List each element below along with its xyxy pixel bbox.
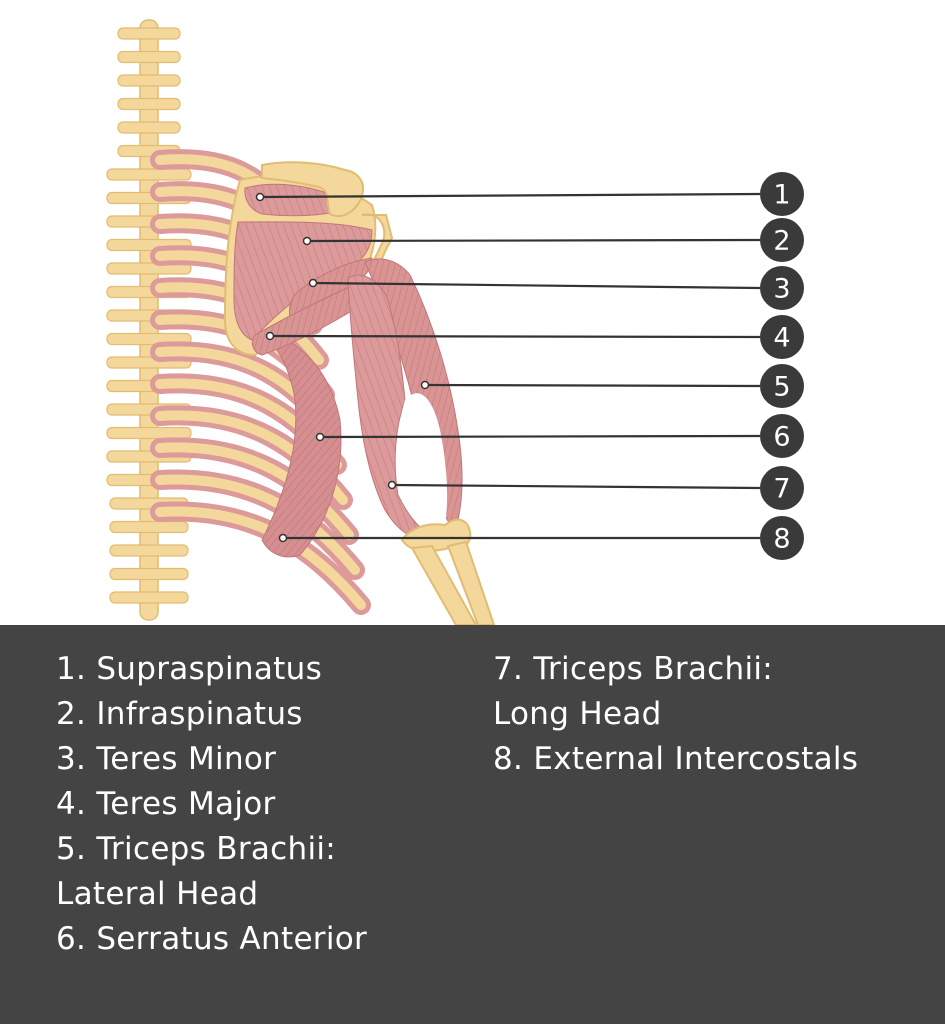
- marker-label: 6: [773, 422, 790, 453]
- marker-circle: [760, 466, 804, 510]
- leader-dot-4: [265, 331, 275, 341]
- marker-label: 1: [773, 180, 790, 211]
- leader-dot-3: [308, 278, 318, 288]
- marker-7: 7: [760, 466, 804, 510]
- marker-2: 2: [760, 218, 804, 262]
- legend-item: 2. Infraspinatus: [56, 696, 303, 732]
- triceps-gap: [398, 393, 448, 540]
- marker-label: 3: [773, 274, 790, 305]
- legend-column-right: 7. Triceps Brachii: Long Head 8. Externa…: [493, 647, 858, 782]
- marker-circle: [760, 218, 804, 262]
- vertebra: [117, 74, 181, 87]
- legend-item-continuation: Long Head: [493, 696, 662, 732]
- legend-item: 3. Teres Minor: [56, 741, 277, 777]
- marker-circle: [760, 414, 804, 458]
- marker-label: 7: [773, 474, 790, 505]
- legend-item: 6. Serratus Anterior: [56, 921, 368, 957]
- clavicle-acromion-bone: [261, 161, 364, 217]
- vertebra: [106, 262, 192, 275]
- vertebra: [106, 426, 192, 440]
- marker-4: 4: [760, 315, 804, 359]
- vertebra: [117, 97, 181, 111]
- marker-circle: [760, 172, 804, 216]
- radius-bone: [410, 544, 478, 625]
- leader-dot-8: [278, 533, 288, 543]
- marker-circle: [760, 315, 804, 359]
- marker-5: 5: [760, 364, 804, 408]
- leader-lines: [255, 192, 761, 543]
- vertebra: [117, 121, 181, 134]
- serratus-anterior-muscle: [260, 329, 342, 558]
- legend-item: 7. Triceps Brachii:: [493, 651, 774, 687]
- vertebra: [117, 27, 181, 40]
- marker-8: 8: [760, 516, 804, 560]
- leader-dot-2: [302, 236, 312, 246]
- anatomy-figure: 1 2 3 4 5 6 7 8: [106, 19, 804, 625]
- marker-label: 4: [773, 323, 790, 354]
- leader-line-2: [306, 238, 761, 243]
- vertebra: [109, 520, 189, 534]
- legend-panel: 1. Supraspinatus 2. Infraspinatus 3. Ter…: [0, 625, 945, 1024]
- legend-item: 4. Teres Major: [56, 786, 276, 822]
- vertebra: [109, 544, 189, 557]
- number-markers: 1 2 3 4 5 6 7 8: [760, 172, 804, 560]
- vertebral-column: [106, 19, 192, 621]
- leader-dot-5: [420, 380, 430, 390]
- leader-dot-6: [315, 432, 325, 442]
- leader-line-4: [269, 334, 761, 339]
- leader-line-5: [424, 383, 761, 388]
- vertebra: [109, 591, 189, 604]
- leader-dot-1: [255, 192, 265, 202]
- ulna-bone: [446, 540, 496, 625]
- leader-line-7: [391, 483, 761, 490]
- legend-column-left: 1. Supraspinatus 2. Infraspinatus 3. Ter…: [56, 647, 367, 962]
- vertebra: [117, 50, 181, 64]
- marker-circle: [760, 516, 804, 560]
- marker-6: 6: [760, 414, 804, 458]
- leader-line-3: [312, 281, 761, 290]
- marker-1: 1: [760, 172, 804, 216]
- rib-bone: [155, 474, 360, 575]
- legend-item: 5. Triceps Brachii:: [56, 831, 337, 867]
- vertebra: [109, 567, 189, 581]
- legend-item: 1. Supraspinatus: [56, 651, 323, 687]
- marker-circle: [760, 266, 804, 310]
- marker-label: 5: [773, 372, 790, 403]
- marker-label: 8: [773, 524, 790, 555]
- posterior-shoulder-illustration: 1 2 3 4 5 6 7 8: [106, 19, 804, 625]
- rib-bone: [155, 442, 354, 540]
- leader-line-1: [259, 192, 761, 199]
- legend-item-continuation: Lateral Head: [56, 876, 259, 912]
- marker-3: 3: [760, 266, 804, 310]
- leader-line-6: [319, 434, 761, 439]
- marker-circle: [760, 364, 804, 408]
- vertebra: [106, 168, 192, 181]
- marker-label: 2: [773, 226, 790, 257]
- leader-dot-7: [387, 480, 397, 490]
- legend-item: 8. External Intercostals: [493, 741, 859, 777]
